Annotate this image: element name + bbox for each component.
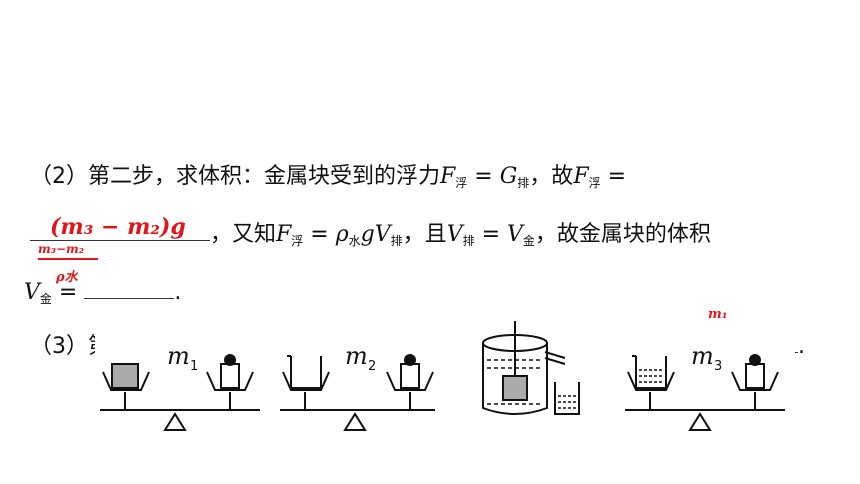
gravity-symbol: G — [499, 164, 518, 189]
force-subscript: 浮 — [455, 176, 468, 190]
force-symbol: F — [440, 164, 456, 189]
volume-symbol-2: V — [507, 222, 523, 247]
volume-symbol-3: V — [24, 280, 40, 305]
balance-3 — [625, 355, 785, 431]
label-sub-2: 2 — [368, 359, 376, 374]
force-symbol-3: F — [276, 222, 292, 247]
line1-mid: ，故 — [529, 164, 574, 189]
density-symbol: ρ — [335, 222, 349, 247]
label-m1: m — [167, 342, 190, 370]
weight-3 — [749, 354, 761, 366]
answer-volume-numerator: m₃−m₂ — [38, 242, 84, 256]
equals-sign-4: = — [474, 222, 508, 247]
label-m3: m — [691, 342, 714, 370]
label-m2: m — [345, 342, 368, 370]
weight-2 — [404, 354, 416, 366]
line1-prefix: （2）第二步，求体积：金属块受到的浮力 — [30, 164, 440, 189]
gv-symbol: gV — [360, 222, 391, 247]
label-sub-3: 3 — [714, 359, 722, 374]
volume-symbol: V — [446, 222, 463, 247]
gv-subscript: 排 — [390, 234, 403, 248]
line2-text2: ，且 — [402, 222, 447, 247]
question-line-1: （2）第二步，求体积：金属块受到的浮力F浮 = G排，故F浮 = — [30, 162, 626, 198]
equals-sign-5: = — [51, 280, 85, 305]
can-water — [487, 359, 543, 405]
question-line-3: V金 = . — [24, 278, 181, 314]
label-sub-1: 1 — [190, 359, 198, 374]
answer-volume-denominator: ρ水 — [56, 270, 78, 285]
weight-1 — [224, 354, 236, 366]
answer-blank-1 — [30, 240, 210, 241]
experiment-figure: m m m 1 2 3 — [95, 318, 795, 438]
metal-block-submerged — [502, 375, 528, 401]
beaker-water — [558, 395, 576, 409]
gravity-subscript: 排 — [517, 176, 530, 190]
line2-text1: ，又知 — [210, 222, 277, 247]
volume-subscript-2: 金 — [522, 234, 535, 248]
metal-block-1 — [111, 363, 139, 389]
force-subscript-2: 浮 — [588, 176, 601, 190]
figure-background — [95, 318, 795, 438]
answer-fraction-bar — [38, 258, 98, 260]
line2-text3: ，故金属块的体积 — [534, 222, 711, 247]
line4-end: . — [798, 334, 805, 359]
force-subscript-3: 浮 — [291, 234, 304, 248]
equals-sign-2: = — [600, 164, 627, 189]
density-subscript: 水 — [348, 234, 361, 248]
force-symbol-2: F — [573, 164, 589, 189]
equals-sign: = — [467, 164, 500, 189]
volume-subscript: 排 — [462, 234, 475, 248]
question-line-2: ，又知F浮 = ρ水gV排，且V排 = V金，故金属块的体积 — [30, 220, 711, 256]
volume-subscript-3: 金 — [39, 292, 52, 306]
balance3-water — [639, 369, 663, 383]
answer-blank-2 — [84, 298, 175, 299]
answer-buoyancy: (m₃ − m₂)g — [50, 214, 186, 240]
line3-end: . — [174, 280, 182, 305]
balance-2 — [280, 355, 435, 431]
equals-sign-3: = — [303, 222, 336, 247]
